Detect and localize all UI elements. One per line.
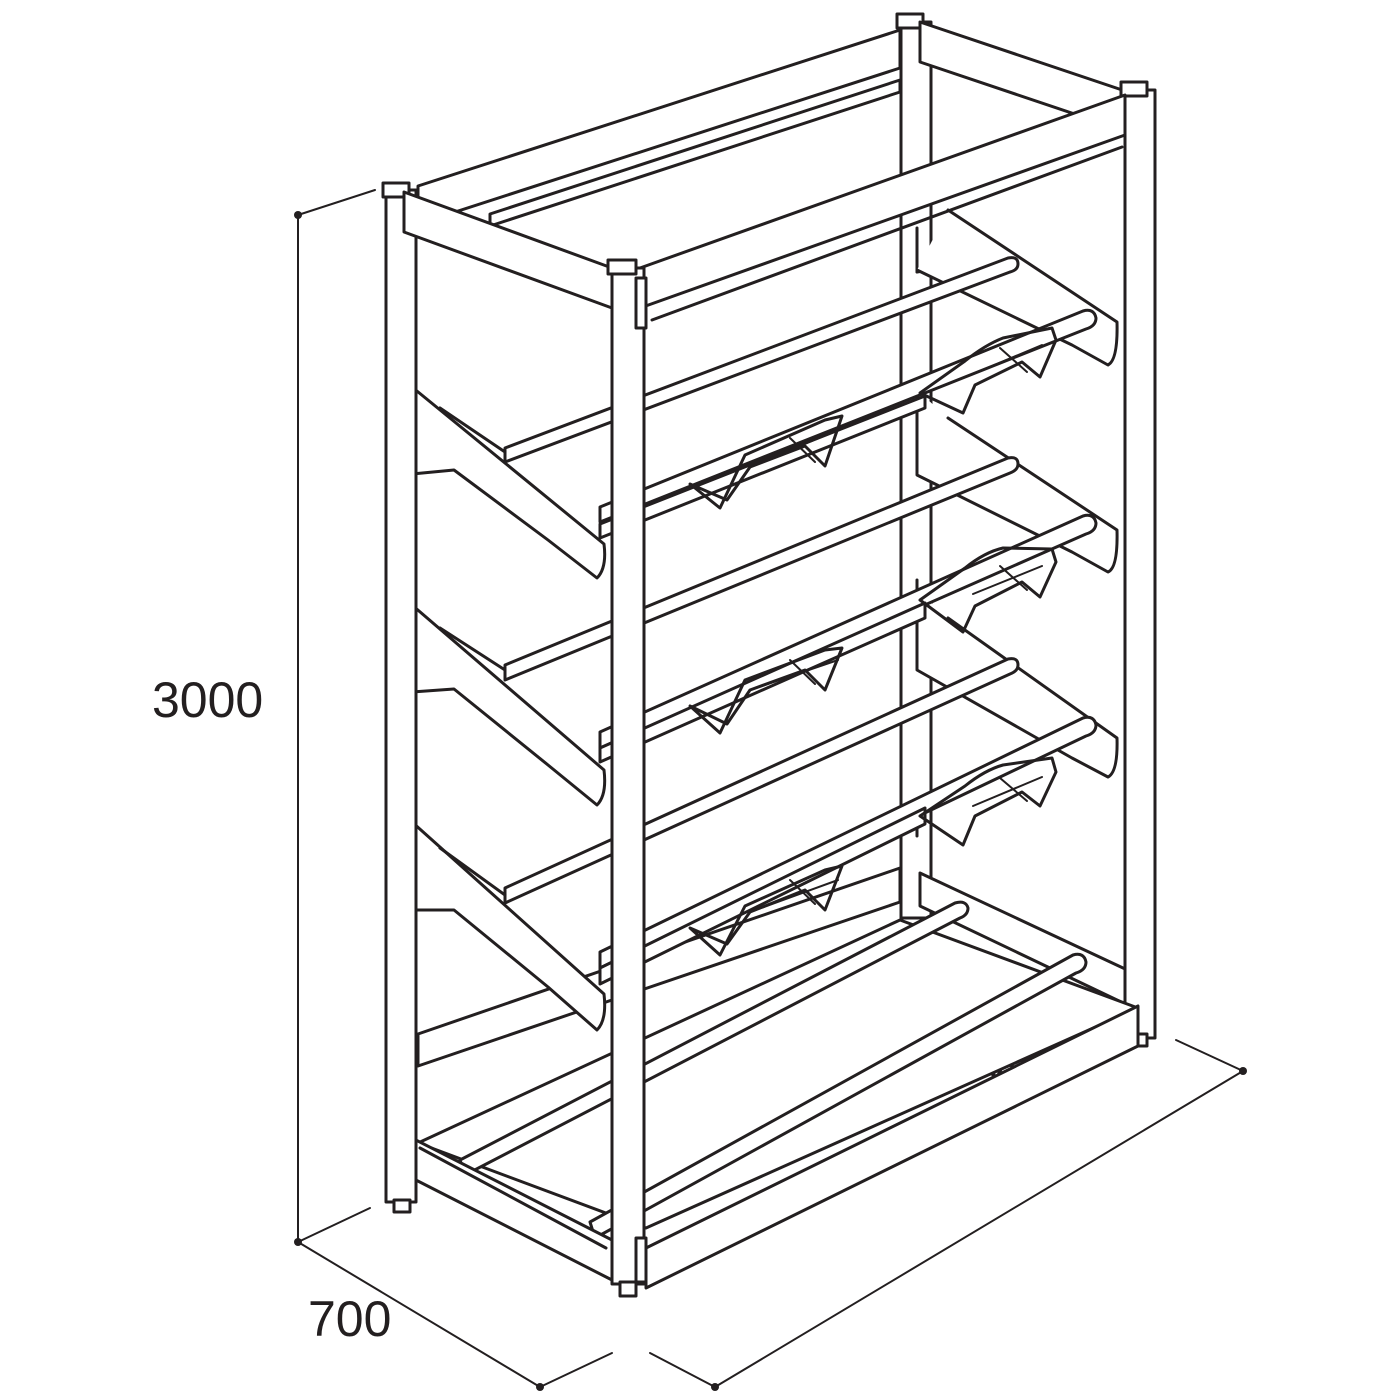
height-dimension xyxy=(294,189,376,1246)
back-left-post xyxy=(381,181,418,1214)
wire-divider-right-1 xyxy=(918,326,1058,415)
width-dimension xyxy=(649,1039,1247,1391)
front-right-post xyxy=(1119,80,1157,1048)
bottom-shelf xyxy=(406,900,1140,1290)
front-left-post xyxy=(606,258,648,1298)
back-top-rail xyxy=(416,28,902,226)
depth-dimension-label: 700 xyxy=(308,1291,391,1347)
left-shelf-bracket-3 xyxy=(410,820,607,1032)
left-shelf-bracket-1 xyxy=(410,385,607,580)
depth-dimension xyxy=(297,1241,613,1391)
wire-divider-right-2 xyxy=(918,546,1058,634)
height-dimension-label: 3000 xyxy=(152,672,263,728)
wire-divider-right-3 xyxy=(918,756,1058,847)
wire-divider-front-3 xyxy=(688,864,844,957)
wire-divider-front-2 xyxy=(688,646,844,735)
left-shelf-bracket-2 xyxy=(410,603,607,807)
wire-divider-front-1 xyxy=(688,414,844,510)
back-bottom-rail xyxy=(416,866,902,1068)
